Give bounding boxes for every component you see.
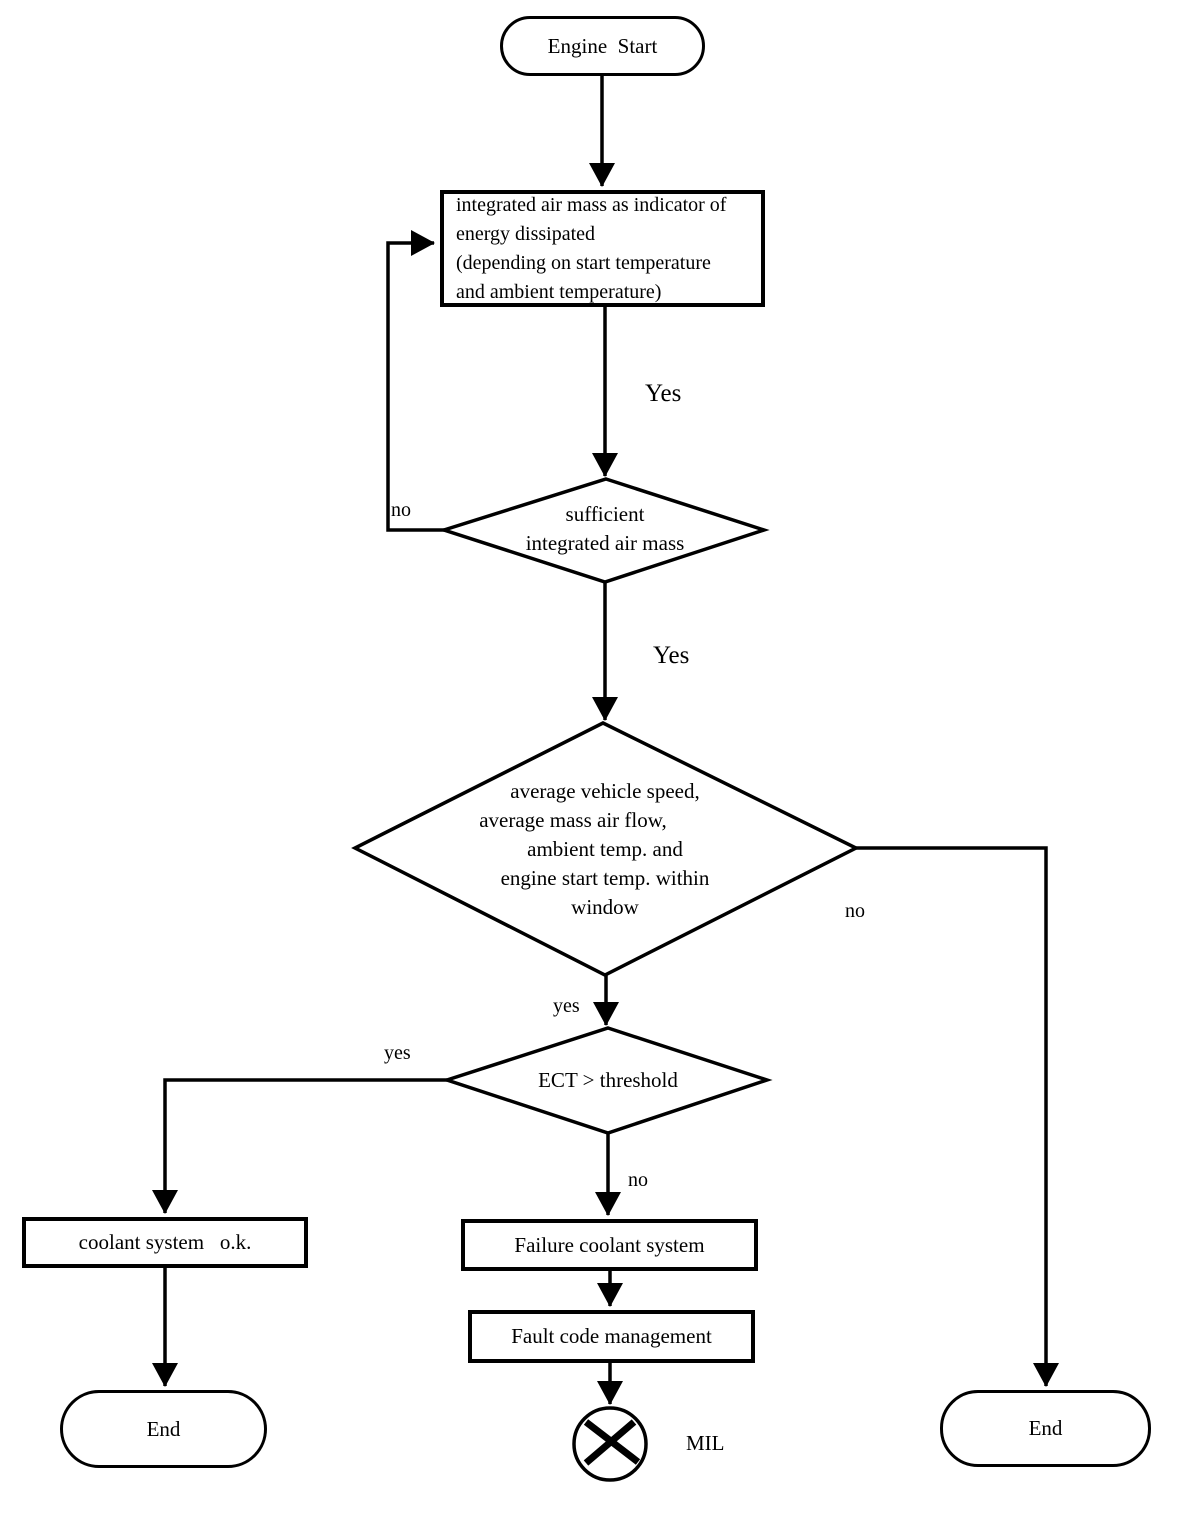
terminator-engine-start: Engine Start xyxy=(500,16,705,76)
connector-decision3-yes-to-coolant-ok xyxy=(152,1078,447,1214)
decision-ect-threshold-shape xyxy=(441,1026,773,1135)
process-failure-coolant-system: Failure coolant system xyxy=(461,1219,758,1271)
decision3-line: ECT > threshold xyxy=(538,1068,678,1092)
edge-label-no-air-mass: no xyxy=(391,499,411,521)
engine-start-label: Engine Start xyxy=(547,33,658,58)
end-right-label: End xyxy=(1028,1416,1063,1440)
decision2-line: average mass air flow, xyxy=(479,808,667,832)
process-integrated-air-mass-line: energy dissipated xyxy=(456,222,596,245)
connector-decision1-no-loop xyxy=(386,230,445,532)
failure-coolant-label: Failure coolant system xyxy=(514,1232,705,1257)
process-integrated-air-mass-line: integrated air mass as indicator of xyxy=(456,193,727,216)
connector-decision2-no-to-end-right xyxy=(856,846,1059,1387)
process-integrated-air-mass: integrated air mass as indicator of ener… xyxy=(440,190,765,307)
coolant-ok-label: coolant system o.k. xyxy=(78,1230,252,1254)
decision-ect-threshold-label: ECT > threshold xyxy=(458,1066,758,1095)
edge-label-yes-air-mass: Yes xyxy=(645,380,682,407)
terminator-end-left: End xyxy=(60,1390,267,1468)
decision-window-check-shape xyxy=(351,721,860,977)
process-fault-code-management: Fault code management xyxy=(468,1310,755,1363)
decision-window-check-label: average vehicle speed, average mass air … xyxy=(405,777,805,922)
mil-label: MIL xyxy=(686,1431,725,1455)
process-integrated-air-mass-line: (depending on start temperature xyxy=(456,251,711,274)
edge-label-yes-ect-top: yes xyxy=(553,995,580,1017)
process-integrated-air-mass-line: and ambient temperature) xyxy=(456,280,662,303)
fault-code-label: Fault code management xyxy=(511,1324,712,1348)
edge-label-no-ect: no xyxy=(628,1169,648,1191)
decision1-line: integrated air mass xyxy=(525,531,685,555)
decision2-line: engine start temp. within xyxy=(500,866,710,890)
mil-indicator-icon xyxy=(572,1406,648,1482)
decision-sufficient-air-mass-shape xyxy=(438,477,770,584)
decision2-line: window xyxy=(571,895,639,919)
process-coolant-ok: coolant system o.k. xyxy=(22,1217,308,1268)
edge-label-no-window: no xyxy=(845,900,865,922)
decision-sufficient-air-mass-label: sufficient integrated air mass xyxy=(455,500,755,558)
decision1-line: sufficient xyxy=(565,502,645,526)
terminator-end-right: End xyxy=(940,1390,1151,1467)
edge-label-yes-window: Yes xyxy=(653,642,690,669)
edge-label-yes-ect-left: yes xyxy=(384,1042,411,1064)
end-left-label: End xyxy=(146,1416,181,1441)
decision2-line: average vehicle speed, xyxy=(510,779,700,803)
decision2-line: ambient temp. and xyxy=(527,837,683,861)
